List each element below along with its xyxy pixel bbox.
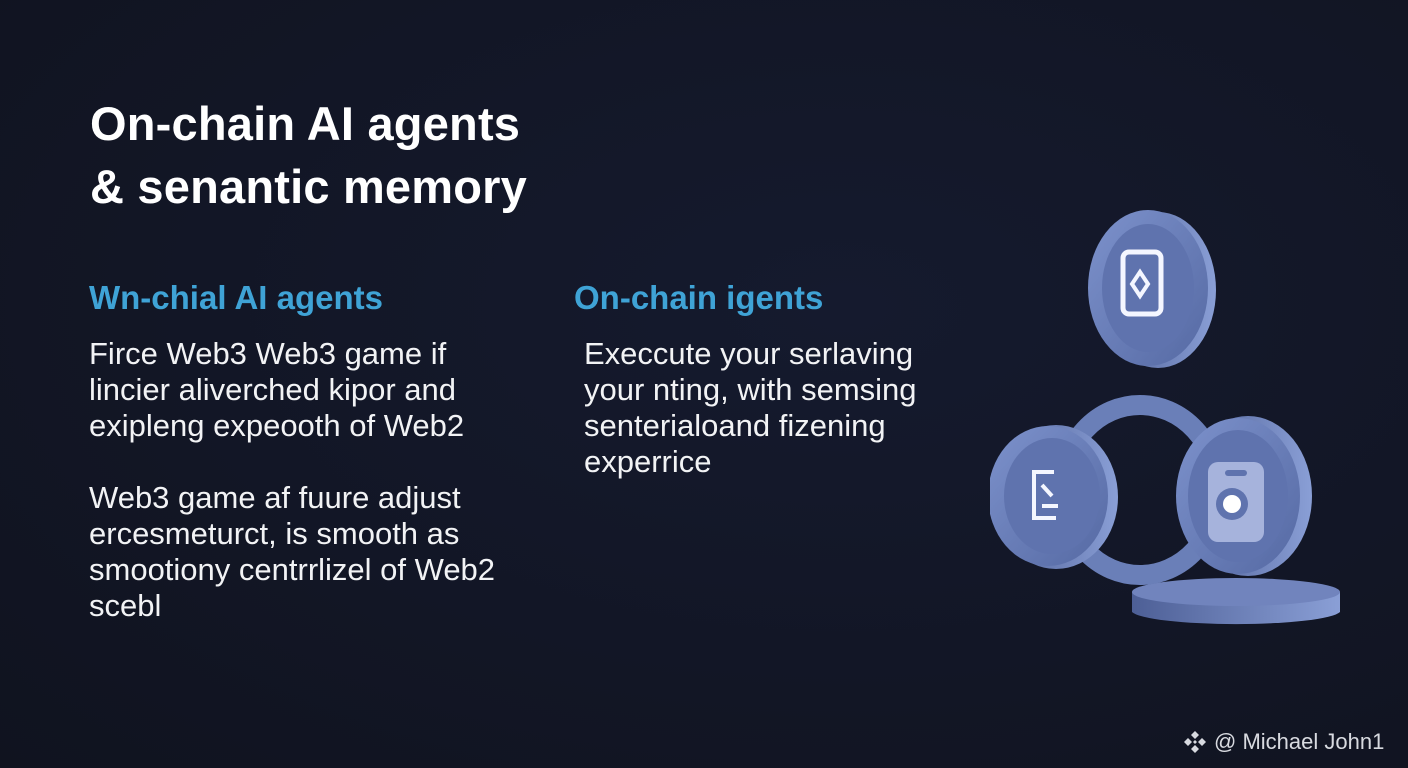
coins-illustration [990,210,1340,625]
document-coin [990,425,1118,569]
ethereum-coin [1088,210,1216,368]
right-column-heading: On-chain igents [574,279,824,316]
pedestal [1132,578,1340,625]
slide-title: On-chain AI agents & senantic memory [90,92,527,218]
watermark: @ Michael John1 [1182,729,1384,755]
device-coin [1176,416,1312,576]
left-column-paragraph-1: Firce Web3 Web3 game if lincier aliverch… [89,336,465,443]
binance-logo-icon [1184,731,1206,753]
slide-title-line-1: On-chain AI agents [90,97,521,150]
device-icon [1208,462,1264,542]
document-icon [1032,470,1058,520]
left-column-paragraph-2: Web3 game af fuure adjust ercesmeturct, … [89,480,496,623]
slide-title-line-2: & senantic memory [90,160,528,213]
right-column: On-chain igents Execcute your serlaving … [574,278,917,480]
right-column-paragraph-1: Execcute your serlaving your nting, with… [584,336,917,479]
watermark-text: @ Michael John1 [1214,729,1385,754]
ethereum-card-icon [1120,249,1164,317]
left-column-heading: Wn-chial AI agents [89,279,383,316]
left-column: Wn-chial AI agents Firce Web3 Web3 game … [89,278,495,624]
